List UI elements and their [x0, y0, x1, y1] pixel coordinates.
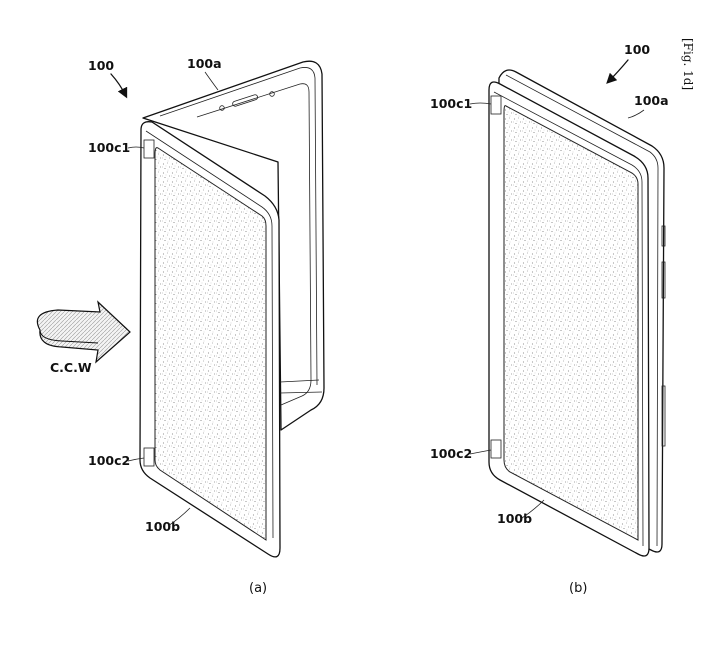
- label-second-body-a: 100b: [145, 519, 180, 534]
- label-device-b: 100: [624, 42, 650, 57]
- leader-second-body-b: [521, 499, 545, 519]
- device-first-body-a: [142, 60, 325, 431]
- rotation-label: C.C.W: [50, 360, 92, 375]
- leader-corner-top-b: [469, 102, 492, 105]
- rotation-arrow-icon: [36, 300, 131, 364]
- label-corner-bottom-b: 100c2: [430, 446, 472, 461]
- earpiece-icon: [232, 94, 259, 107]
- figure-header: [Fig. 1d]: [681, 38, 695, 90]
- device-second-body-a: [139, 121, 281, 558]
- panel-b: 100 100a 100c1 100c2 100b (b): [430, 42, 669, 596]
- side-button-top-b: [661, 225, 666, 247]
- side-button-low-b: [661, 385, 666, 447]
- side-button-mid-b: [661, 261, 666, 299]
- leader-second-body-a: [167, 507, 191, 527]
- leader-corner-bottom-a: [127, 457, 145, 462]
- hinge-corner-bottom-a: [143, 447, 155, 467]
- leader-device-b: [606, 59, 629, 84]
- sensor-icon: [269, 91, 275, 97]
- leader-first-body-b: [627, 109, 645, 119]
- hinge-corner-top-a: [143, 139, 155, 159]
- camera-icon: [219, 105, 225, 111]
- caption-a: (a): [249, 581, 267, 596]
- device-second-body-b: [488, 81, 650, 557]
- caption-b: (b): [569, 581, 587, 596]
- leader-device-a: [110, 73, 128, 99]
- hinge-corner-top-b: [490, 95, 502, 115]
- label-corner-top-b: 100c1: [430, 96, 472, 111]
- hinge-corner-bottom-b: [490, 439, 502, 459]
- panel-a: C.C.W 100 100a 100c1 100c2 100b (a): [36, 56, 325, 596]
- label-corner-bottom-a: 100c2: [88, 453, 130, 468]
- label-device-a: 100: [88, 58, 114, 73]
- leader-corner-bottom-b: [469, 449, 492, 455]
- leader-first-body-a: [204, 71, 219, 91]
- label-first-body-b: 100a: [634, 93, 669, 108]
- label-second-body-b: 100b: [497, 511, 532, 526]
- label-corner-top-a: 100c1: [88, 140, 130, 155]
- label-first-body-a: 100a: [187, 56, 222, 71]
- leader-corner-top-a: [127, 146, 145, 149]
